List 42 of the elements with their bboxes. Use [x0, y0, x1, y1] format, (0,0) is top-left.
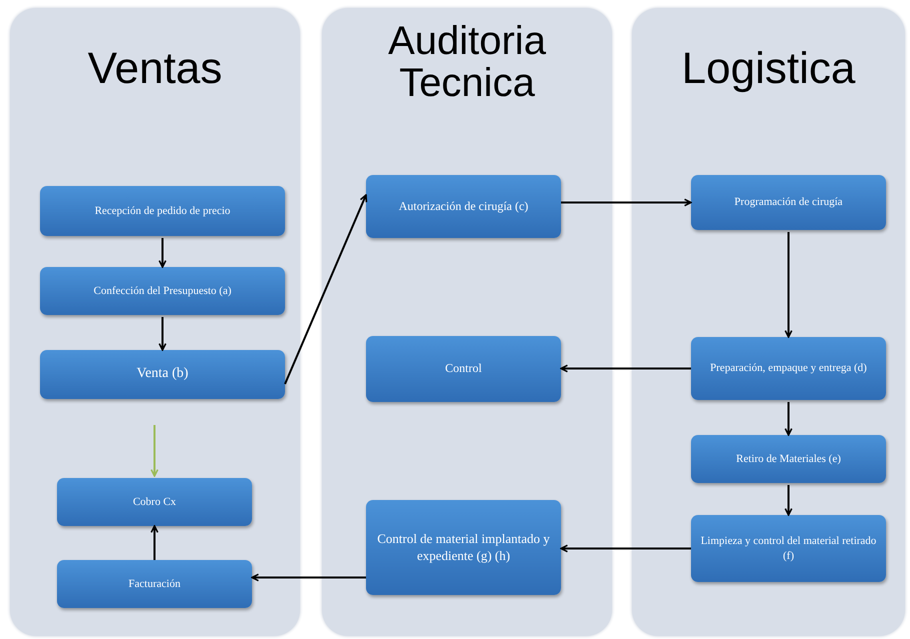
arrow	[251, 574, 366, 582]
box-label: Control de material implantado y expediente (g) (h)	[376, 530, 551, 564]
box-label: Cobro Cx	[132, 494, 178, 510]
lane-heading: Logistica	[680, 46, 856, 92]
process-box	[40, 186, 285, 236]
box-label: Limpieza y control del material retirado (f)	[700, 534, 878, 563]
box-label: Retiro de Materiales (e)	[735, 452, 842, 466]
process-box	[691, 175, 886, 230]
box-label: Venta (b)	[136, 365, 190, 384]
arrow	[150, 425, 158, 477]
box-label: Preparación, empaque y entrega (d)	[709, 361, 868, 376]
process-box	[366, 336, 561, 402]
box-label: Recepción de pedido de precio	[94, 204, 232, 218]
box-label: Facturación	[128, 576, 182, 592]
arrow	[784, 485, 792, 516]
arrow	[560, 364, 691, 372]
lane-heading: Auditoria Tecnica	[387, 20, 547, 104]
arrow	[158, 238, 166, 268]
process-box	[57, 478, 252, 526]
box-label: Autorización de cirugía (c)	[398, 198, 530, 214]
process-box	[40, 350, 285, 399]
arrow	[561, 198, 692, 206]
arrow	[284, 194, 368, 384]
swimlane-band	[632, 8, 905, 636]
box-label: Control	[444, 361, 483, 377]
process-box	[57, 560, 252, 608]
arrow	[784, 402, 792, 436]
arrow	[158, 317, 166, 351]
lane-heading: Ventas	[86, 46, 224, 92]
box-label: Programación de cirugía	[733, 195, 844, 210]
arrow	[560, 544, 691, 552]
process-box	[691, 515, 886, 582]
swimlane-band	[10, 8, 300, 636]
process-box	[366, 175, 561, 238]
process-box	[691, 337, 886, 400]
process-box	[691, 435, 886, 483]
process-box	[366, 500, 561, 595]
swimlane-band	[322, 8, 612, 636]
arrow	[150, 525, 158, 560]
arrow	[784, 232, 792, 338]
box-label: Confección del Presupuesto (a)	[92, 284, 232, 298]
process-box	[40, 267, 285, 315]
